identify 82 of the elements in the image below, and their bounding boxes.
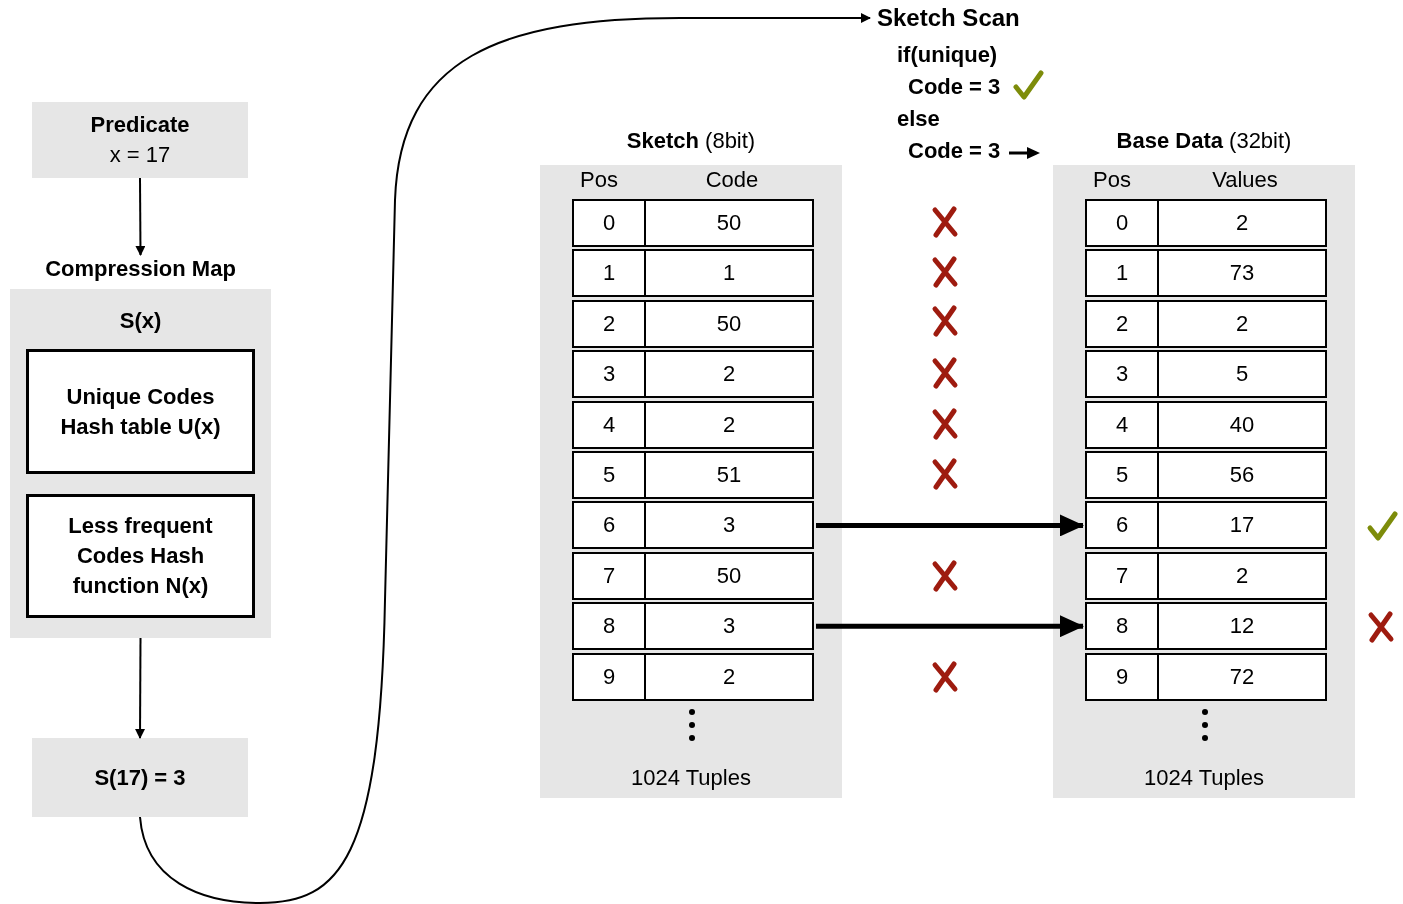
position-number: 5 <box>574 453 646 497</box>
code-value: 12 <box>1228 612 1256 641</box>
component-box: Unique Codes Hash table U(x) <box>26 349 255 474</box>
code-value: 72 <box>1228 662 1256 691</box>
table-title: Sketch (8bit) <box>625 127 757 155</box>
table-row <box>1085 199 1327 247</box>
table-row <box>1085 551 1327 600</box>
pseudocode-line: Code = 3 <box>908 138 1001 164</box>
arrow <box>139 13 871 904</box>
table-row <box>572 652 814 701</box>
code-value: 40 <box>1228 410 1256 439</box>
arrow <box>135 637 146 739</box>
position-number: 1 <box>574 251 646 296</box>
table-row <box>572 350 814 399</box>
position-number: 6 <box>574 503 646 548</box>
arrow <box>135 177 146 256</box>
table-row <box>1085 299 1327 348</box>
pseudocode-line: if(unique) <box>897 42 998 68</box>
function-label: S(x) <box>118 308 163 334</box>
position-number: 9 <box>574 654 646 699</box>
code-value: 17 <box>1228 511 1256 540</box>
column-header: Pos <box>580 167 618 193</box>
code-value: 2 <box>721 662 737 691</box>
pseudocode-line: else <box>897 106 940 132</box>
position-number: 1 <box>1087 251 1159 296</box>
code-value: 5 <box>1234 360 1250 389</box>
table-row <box>572 199 814 247</box>
position-number: 6 <box>1087 503 1159 548</box>
process-box: S(17) = 3 <box>32 738 248 817</box>
table-row <box>1085 249 1327 298</box>
code-value: 2 <box>721 410 737 439</box>
position-number: 3 <box>574 352 646 397</box>
code-value: 2 <box>1234 209 1250 237</box>
table-row <box>572 501 814 550</box>
code-value: 3 <box>721 612 737 641</box>
table-row <box>1085 400 1327 449</box>
arrow <box>816 514 1084 537</box>
position-number: 7 <box>574 553 646 598</box>
arrow <box>816 615 1084 638</box>
table-row <box>1085 451 1327 499</box>
column-header: Pos <box>1093 167 1131 193</box>
table-row <box>1085 501 1327 550</box>
code-value: 2 <box>1234 309 1250 338</box>
code-value: 73 <box>1228 259 1256 288</box>
row-count: 1024 Tuples <box>630 765 752 791</box>
scan-title: Sketch Scan <box>877 5 1020 31</box>
code-value: 2 <box>1234 561 1250 590</box>
code-value: 50 <box>715 209 743 237</box>
component-box: Less frequent Codes Hash function N(x) <box>26 494 255 618</box>
position-number: 9 <box>1087 654 1159 699</box>
code-value: 3 <box>721 511 737 540</box>
code-value: 2 <box>721 360 737 389</box>
row-count: 1024 Tuples <box>1143 765 1265 791</box>
position-number: 4 <box>574 402 646 447</box>
table-row <box>572 602 814 651</box>
table-row <box>1085 602 1327 651</box>
position-number: 2 <box>1087 301 1159 346</box>
code-value: 1 <box>721 259 737 288</box>
position-number: 7 <box>1087 553 1159 598</box>
position-number: 3 <box>1087 352 1159 397</box>
pseudocode-line: Code = 3 <box>908 74 1001 100</box>
table-row <box>572 249 814 298</box>
code-value: 56 <box>1228 461 1256 489</box>
table-row <box>572 299 814 348</box>
position-number: 8 <box>574 604 646 649</box>
table-title: Base Data (32bit) <box>1115 127 1293 155</box>
table-row <box>1085 652 1327 701</box>
table-row <box>572 400 814 449</box>
table-row <box>572 451 814 499</box>
position-number: 5 <box>1087 453 1159 497</box>
code-value: 50 <box>715 561 743 590</box>
code-value: 51 <box>715 461 743 489</box>
position-number: 2 <box>574 301 646 346</box>
table-row <box>1085 350 1327 399</box>
process-box: Predicate x = 17 <box>32 102 248 178</box>
table-row <box>572 551 814 600</box>
position-number: 0 <box>574 201 646 245</box>
position-number: 8 <box>1087 604 1159 649</box>
position-number: 4 <box>1087 402 1159 447</box>
code-value: 50 <box>715 309 743 338</box>
group-title: Compression Map <box>44 256 237 282</box>
position-number: 0 <box>1087 201 1159 245</box>
